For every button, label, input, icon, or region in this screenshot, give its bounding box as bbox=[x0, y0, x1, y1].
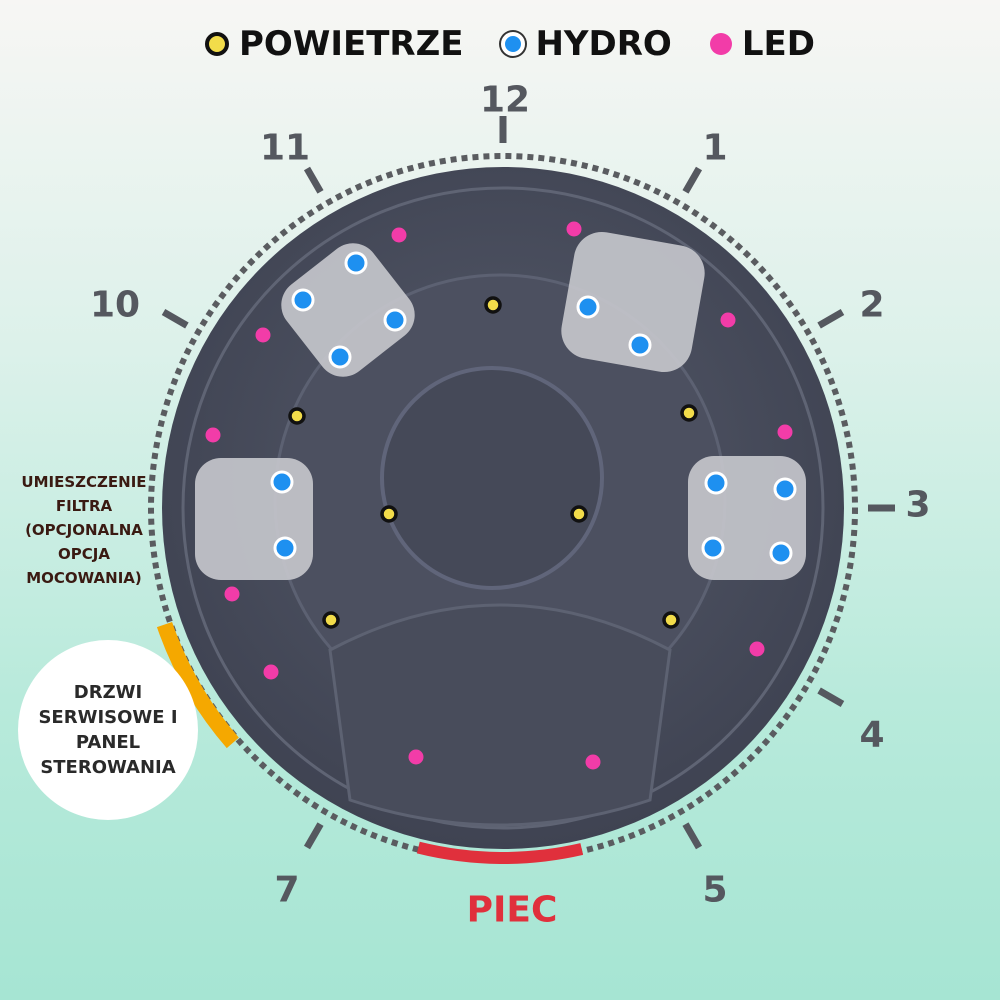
hour-tick-7 bbox=[303, 822, 324, 850]
hour-tick-2 bbox=[817, 308, 845, 329]
hour-label-3: 3 bbox=[905, 484, 931, 526]
tub-footwell bbox=[328, 603, 672, 827]
legend-item-air: POWIETRZE bbox=[205, 24, 463, 64]
air-jet-icon bbox=[570, 505, 588, 523]
air-jet-icon bbox=[322, 611, 340, 629]
led-light-icon bbox=[777, 424, 793, 440]
hydro-jet-icon bbox=[701, 536, 725, 560]
hour-label-11: 11 bbox=[259, 127, 311, 169]
hour-label-2: 2 bbox=[859, 284, 885, 326]
led-light-icon bbox=[408, 749, 424, 765]
service-door-badge: DRZWI SERWISOWE I PANEL STEROWANIA bbox=[18, 640, 198, 820]
led-light-icon bbox=[720, 312, 736, 328]
heater-label: PIEC bbox=[466, 889, 558, 931]
hour-tick-10 bbox=[161, 308, 189, 329]
hour-label-12: 12 bbox=[479, 79, 531, 121]
service-door-label: DRZWI SERWISOWE I PANEL STEROWANIA bbox=[38, 682, 178, 778]
legend-label: LED bbox=[741, 24, 815, 64]
filter-location-label: UMIESZCZENIE FILTRA (OPCJONALNA OPCJA MO… bbox=[21, 473, 147, 587]
led-light-icon bbox=[224, 586, 240, 602]
hour-label-7: 7 bbox=[274, 869, 300, 911]
seat-top-right bbox=[561, 231, 705, 373]
led-light-icon bbox=[749, 641, 765, 657]
hydro-jet-icon bbox=[383, 308, 407, 332]
legend-item-led: LED bbox=[709, 24, 815, 64]
hour-label-4: 4 bbox=[859, 714, 885, 756]
hydro-jet-icon bbox=[769, 541, 793, 565]
air-jet-icon bbox=[288, 407, 306, 425]
hour-tick-4 bbox=[817, 687, 845, 708]
legend: POWIETRZE HYDRO LED bbox=[205, 24, 815, 64]
led-light-icon bbox=[566, 221, 582, 237]
service-door-arc bbox=[156, 621, 239, 749]
legend-label: POWIETRZE bbox=[239, 24, 464, 64]
heater-arc bbox=[416, 841, 584, 864]
led-dot-icon bbox=[709, 33, 732, 55]
air-jet-icon bbox=[662, 611, 680, 629]
hydro-jet-icon bbox=[628, 333, 652, 357]
legend-label: HYDRO bbox=[535, 24, 672, 64]
hour-tick-5 bbox=[682, 822, 703, 850]
hydro-jet-dot-icon bbox=[501, 32, 526, 56]
hour-tick-1 bbox=[682, 166, 703, 194]
led-light-icon bbox=[263, 664, 279, 680]
air-jet-icon bbox=[484, 296, 502, 314]
hydro-jet-icon bbox=[704, 471, 728, 495]
hydro-jet-icon bbox=[773, 477, 797, 501]
led-light-icon bbox=[255, 327, 271, 343]
led-light-icon bbox=[391, 227, 407, 243]
hour-label-10: 10 bbox=[89, 284, 141, 326]
legend-item-hydro: HYDRO bbox=[501, 24, 672, 64]
seat-left bbox=[195, 458, 313, 580]
led-light-icon bbox=[205, 427, 221, 443]
tub-rim bbox=[181, 186, 825, 830]
air-jet-icon bbox=[380, 505, 398, 523]
hydro-jet-icon bbox=[344, 251, 368, 275]
hydro-jet-icon bbox=[328, 345, 352, 369]
hour-label-5: 5 bbox=[702, 869, 728, 911]
air-jet-dot-icon bbox=[205, 32, 229, 56]
air-jet-icon bbox=[680, 404, 698, 422]
hour-label-1: 1 bbox=[702, 127, 728, 169]
seat-top-left bbox=[281, 243, 415, 377]
hydro-jet-icon bbox=[273, 536, 297, 560]
hour-tick-11 bbox=[303, 166, 324, 194]
hydro-jet-icon bbox=[270, 470, 294, 494]
hydro-jet-icon bbox=[291, 288, 315, 312]
tub-basin bbox=[380, 366, 604, 590]
led-light-icon bbox=[585, 754, 601, 770]
hydro-jet-icon bbox=[576, 295, 600, 319]
